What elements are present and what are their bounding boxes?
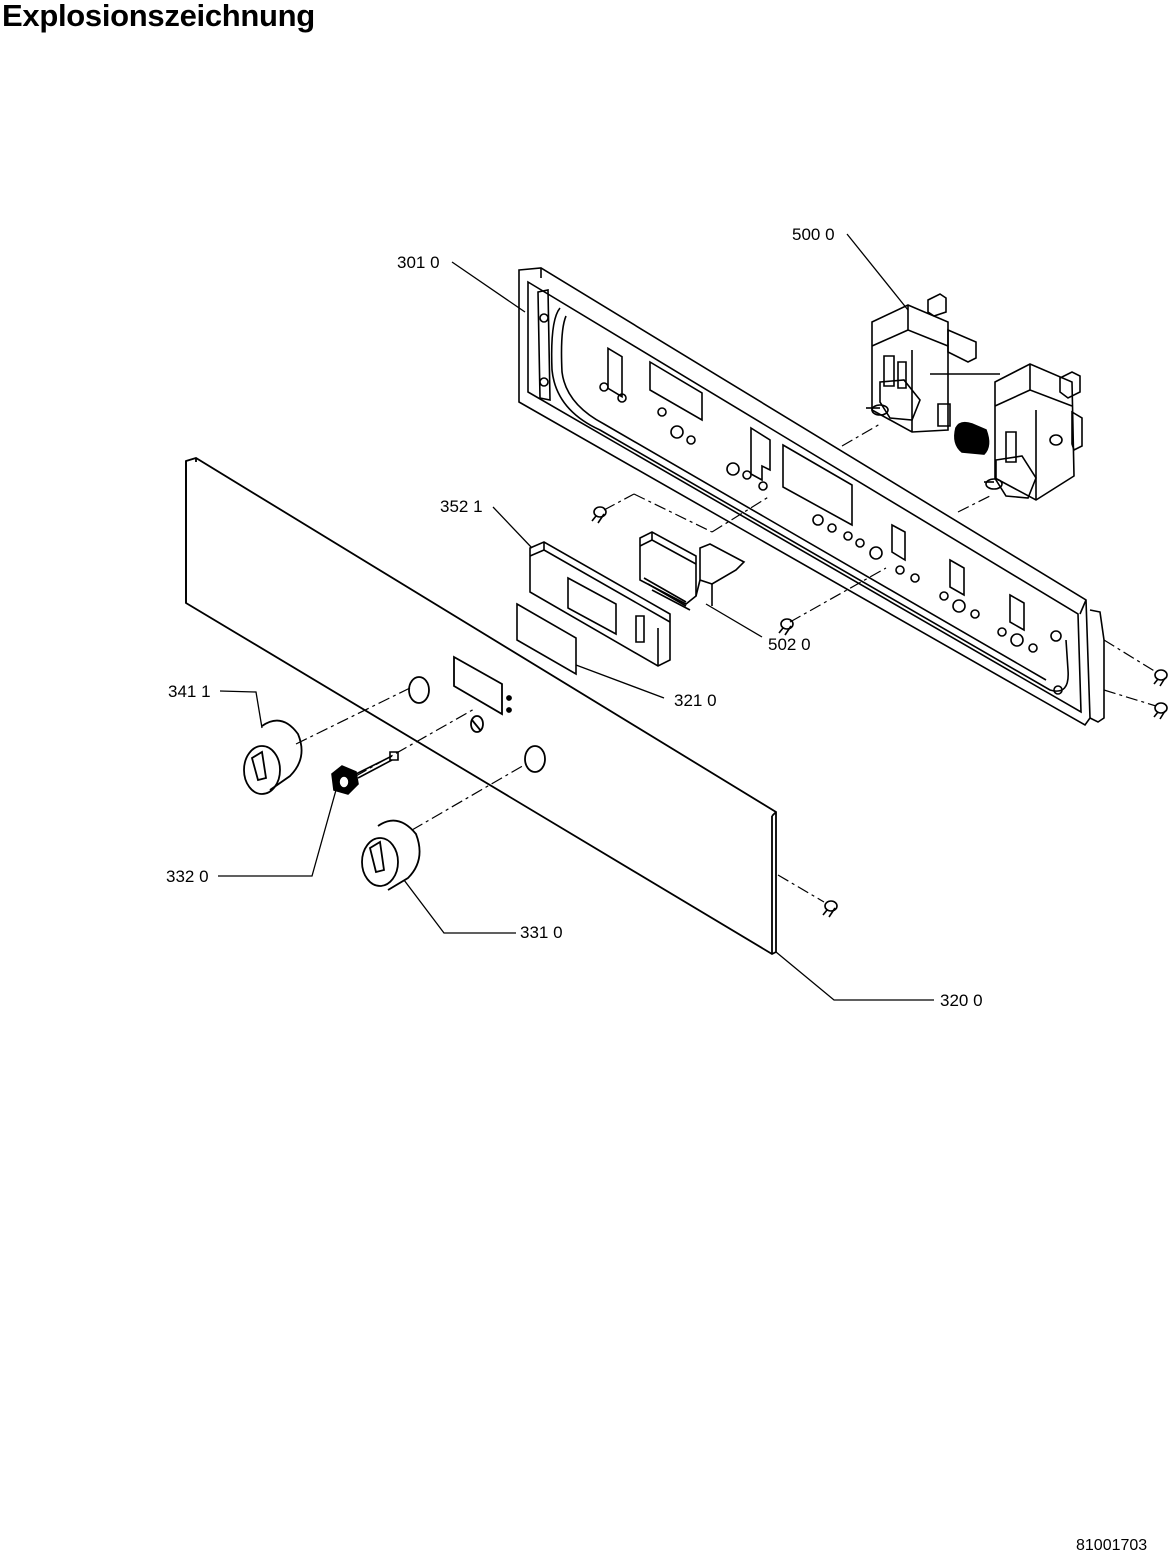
leader-3200 bbox=[775, 951, 934, 1001]
control-knob-right bbox=[362, 821, 420, 890]
screw-2 bbox=[778, 618, 794, 636]
callout-3210: 321 0 bbox=[674, 691, 717, 710]
switch-unit-right bbox=[930, 364, 1082, 500]
display-holder-bracket bbox=[530, 542, 670, 666]
callout-3411: 341 1 bbox=[168, 682, 211, 701]
callout-5020: 502 0 bbox=[768, 635, 811, 654]
indicator-lamp bbox=[332, 752, 398, 794]
control-panel-frame bbox=[519, 268, 1104, 725]
display-window bbox=[517, 604, 576, 674]
screws bbox=[591, 506, 1168, 918]
electronic-module bbox=[640, 532, 744, 610]
leader-5000 bbox=[846, 233, 909, 311]
screw-4 bbox=[1153, 702, 1168, 720]
callout-3320: 332 0 bbox=[166, 867, 209, 886]
alignment-lines bbox=[295, 423, 1157, 903]
leader-3411 bbox=[219, 690, 263, 729]
document-number: 81001703 bbox=[1076, 1537, 1148, 1554]
leader-3310 bbox=[403, 879, 516, 934]
leader-3210 bbox=[575, 664, 665, 699]
callout-3521: 352 1 bbox=[440, 497, 483, 516]
switch-unit-left bbox=[866, 294, 976, 432]
callout-3200: 320 0 bbox=[940, 991, 983, 1010]
callout-5000: 500 0 bbox=[792, 225, 835, 244]
leader-5020 bbox=[705, 603, 763, 638]
screw-5 bbox=[822, 900, 838, 918]
leader-3320 bbox=[218, 789, 337, 877]
leader-lines bbox=[218, 233, 934, 1001]
leader-3010 bbox=[451, 261, 526, 313]
callout-3010: 301 0 bbox=[397, 253, 440, 272]
page-title: Explosionszeichnung bbox=[2, 0, 315, 33]
control-knob-left bbox=[244, 721, 302, 794]
screw-3 bbox=[1153, 669, 1168, 687]
leader-3521 bbox=[492, 506, 533, 549]
callout-3310: 331 0 bbox=[520, 923, 563, 942]
screw-1 bbox=[591, 506, 607, 524]
callout-labels: 301 0 500 0 352 1 502 0 321 0 341 1 332 … bbox=[166, 225, 983, 1010]
